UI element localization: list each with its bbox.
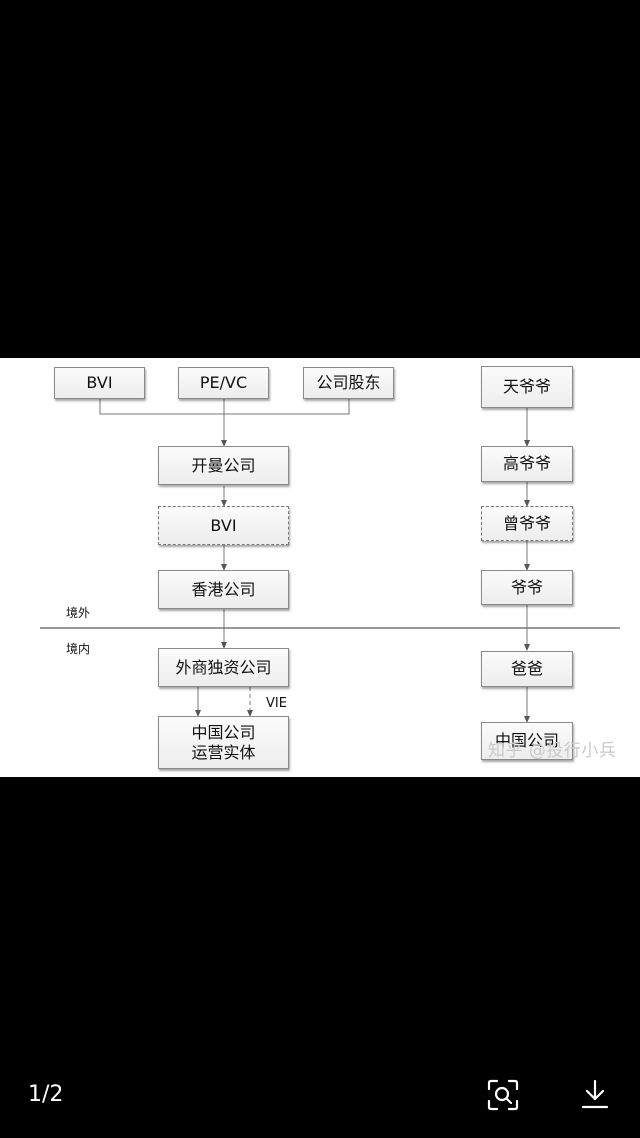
box-tian-grandpa: 天爷爷: [481, 366, 573, 408]
box-china-company-right: 中国公司: [481, 722, 573, 760]
box-wfoe: 外商独资公司: [158, 648, 289, 687]
box-china-operating-entity: 中国公司 运营实体: [158, 716, 289, 769]
box-grandpa: 爷爷: [481, 570, 573, 605]
box-gao-grandpa: 高爷爷: [481, 446, 573, 482]
download-icon[interactable]: [578, 1078, 612, 1112]
box-bvi-top: BVI: [54, 367, 145, 399]
box-dad: 爸爸: [481, 651, 573, 687]
box-hk-company: 香港公司: [158, 570, 289, 609]
zoom-scan-icon[interactable]: [486, 1078, 520, 1112]
box-company-shareholders: 公司股东: [303, 367, 394, 399]
label-vie: VIE: [266, 696, 287, 711]
label-offshore: 境外: [66, 606, 91, 620]
page-counter: 1/2: [28, 1082, 64, 1107]
box-bvi-middle: BVI: [158, 506, 289, 545]
viewer-toolbar: 1/2: [0, 1060, 640, 1138]
box-cayman-company: 开曼公司: [158, 446, 289, 485]
label-onshore: 境内: [66, 642, 91, 656]
box-pe-vc: PE/VC: [178, 367, 269, 399]
box-zeng-grandpa: 曾爷爷: [481, 506, 573, 541]
watermark: 知乎 @投行小兵: [488, 741, 617, 761]
diagram-image: BVI PE/VC 公司股东 开曼公司 BVI 香港公司 境外 境内 外商独资公…: [0, 358, 640, 777]
connector-lines: [40, 399, 620, 723]
